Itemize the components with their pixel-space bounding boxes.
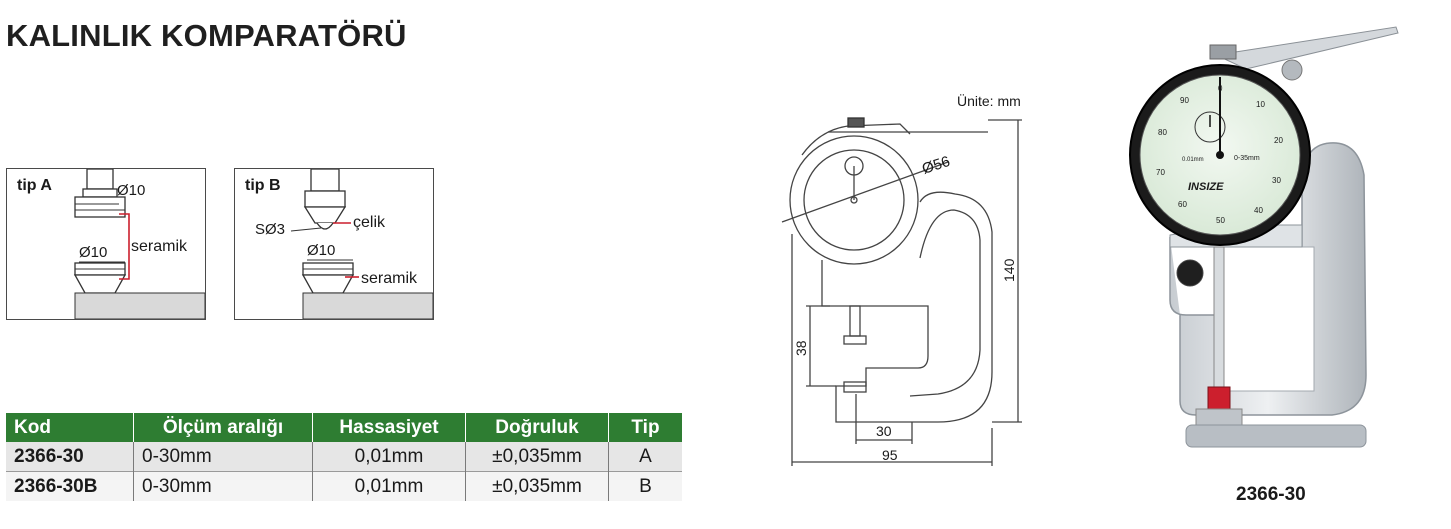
- dial-number: 90: [1180, 96, 1189, 105]
- page-title: KALINLIK KOMPARATÖRÜ: [6, 18, 407, 53]
- dim-anvil-offset: 30: [876, 423, 892, 439]
- header-hassasiyet: Hassasiyet: [312, 413, 466, 442]
- dim-dial-diameter: Ø56: [920, 153, 952, 178]
- header-dogruluk: Doğruluk: [465, 413, 609, 442]
- brand-label: INSIZE: [1188, 181, 1224, 193]
- dial-resolution: 0.01mm: [1182, 157, 1204, 163]
- dial-number: 60: [1178, 200, 1187, 209]
- tip-a-upper-diameter: Ø10: [117, 182, 145, 199]
- tip-a-material: seramik: [131, 238, 188, 255]
- tip-a-label: tip A: [17, 177, 52, 194]
- tip-b-label: tip B: [245, 177, 281, 194]
- cell-kod: 2366-30B: [6, 471, 134, 501]
- tip-b-diagram: tip B SØ3 çelik Ø10 seramik: [234, 168, 434, 320]
- dial-number: 20: [1274, 136, 1283, 145]
- dial-number: 10: [1256, 100, 1265, 109]
- tip-a-drawing: Ø10 Ø10 seramik: [73, 169, 205, 319]
- header-olcum-araligi: Ölçüm aralığı: [133, 413, 313, 442]
- cell-tip: A: [608, 442, 682, 472]
- dim-height: 140: [1001, 258, 1017, 282]
- table-row: 2366-30 0-30mm 0,01mm ±0,035mm A: [6, 442, 682, 472]
- table-row: 2366-30B 0-30mm 0,01mm ±0,035mm B: [6, 471, 682, 501]
- dial-number: 0: [1218, 84, 1223, 93]
- tip-b-lower-diameter: Ø10: [307, 242, 335, 259]
- cell-olcum-araligi: 0-30mm: [133, 471, 313, 501]
- tip-b-drawing: SØ3 çelik Ø10 seramik: [255, 169, 433, 319]
- cell-kod: 2366-30: [6, 442, 134, 472]
- dial-number: 50: [1216, 216, 1225, 225]
- dial-number: 80: [1158, 128, 1167, 137]
- product-photo: INSIZE 0-35mm 0.01mm 0 10 20 30 40 50 60…: [1129, 26, 1399, 448]
- cell-dogruluk: ±0,035mm: [465, 471, 609, 501]
- spec-table: Kod Ölçüm aralığı Hassasiyet Doğruluk Ti…: [6, 413, 682, 501]
- tip-b-upper-material: çelik: [353, 214, 386, 231]
- dim-width: 95: [882, 447, 898, 463]
- dial-number: 70: [1156, 168, 1165, 177]
- cell-olcum-araligi: 0-30mm: [133, 442, 313, 472]
- units-label: Ünite: mm: [957, 93, 1021, 109]
- cell-hassasiyet: 0,01mm: [312, 471, 466, 501]
- cell-hassasiyet: 0,01mm: [312, 442, 466, 472]
- cell-tip: B: [608, 471, 682, 501]
- header-kod: Kod: [6, 413, 134, 442]
- cell-dogruluk: ±0,035mm: [465, 442, 609, 472]
- tip-b-upper-radius: SØ3: [255, 221, 285, 238]
- tip-a-diagram: tip A Ø10 Ø10 seramik: [6, 168, 206, 320]
- dial-scale-note: 0-35mm: [1234, 155, 1260, 162]
- technical-drawing: Ø56 140 38 30 95: [781, 117, 1022, 466]
- tip-b-lower-material: seramik: [361, 270, 418, 287]
- table-header-row: Kod Ölçüm aralığı Hassasiyet Doğruluk Ti…: [6, 413, 682, 442]
- dim-throat-depth: 38: [793, 340, 809, 356]
- dial-number: 30: [1272, 176, 1281, 185]
- tip-a-lower-diameter: Ø10: [79, 244, 107, 261]
- header-tip: Tip: [608, 413, 682, 442]
- product-caption: 2366-30: [1236, 484, 1306, 505]
- dial-number: 40: [1254, 206, 1263, 215]
